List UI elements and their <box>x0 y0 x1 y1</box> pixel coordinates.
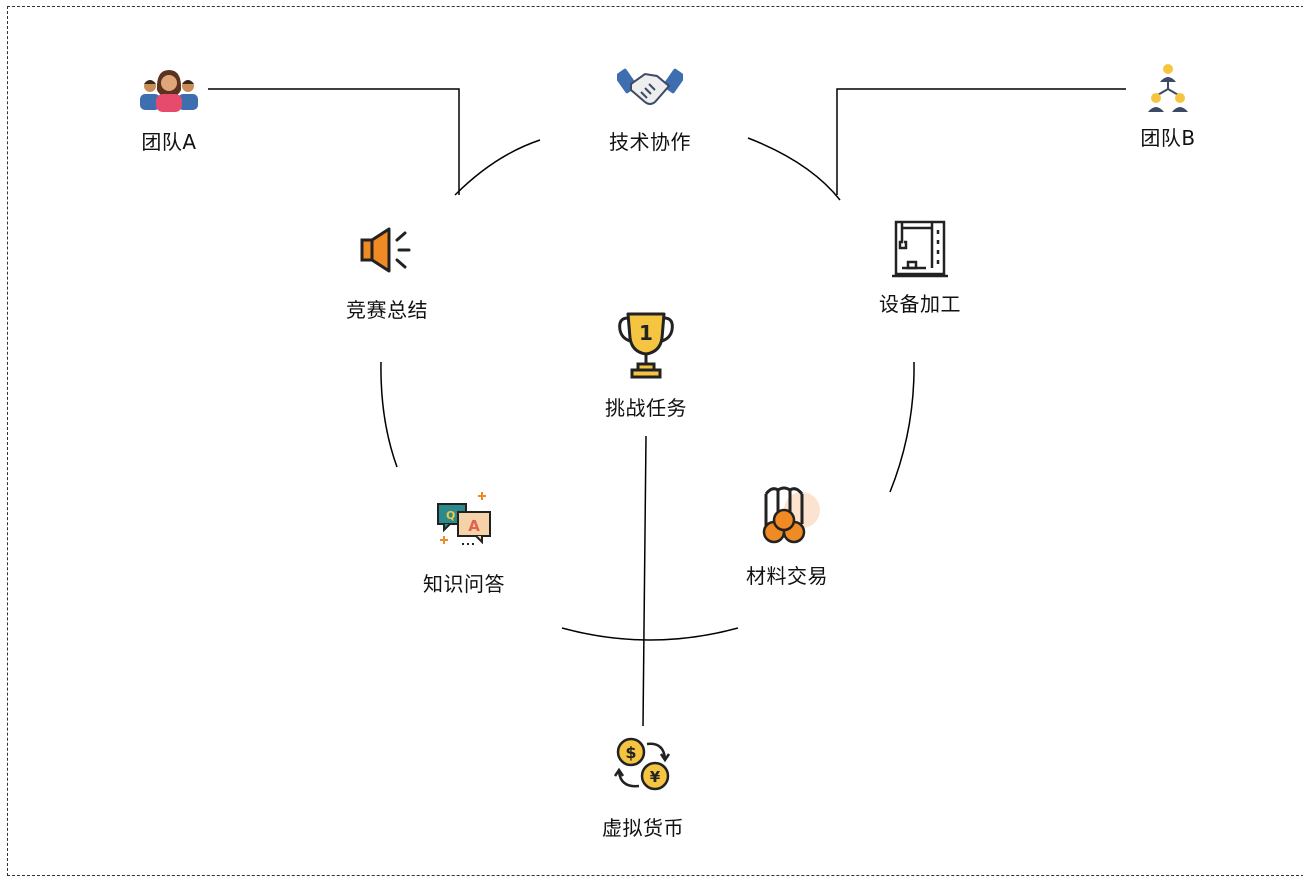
svg-text:A: A <box>468 517 480 535</box>
trophy-icon: 1 <box>618 312 674 379</box>
node-contest-summary: 竞赛总结 <box>307 220 467 323</box>
svg-text:1: 1 <box>639 321 653 345</box>
quiz-label: 知识问答 <box>423 572 505 596</box>
qa-chat-icon: Q A <box>437 492 491 545</box>
team-people-icon <box>140 70 198 112</box>
team-a-label: 团队A <box>141 130 197 154</box>
node-equipment: 设备加工 <box>840 218 1000 317</box>
org-hierarchy-icon <box>1148 64 1188 112</box>
node-currency: $ ¥ 虚拟货币 <box>563 734 723 841</box>
svg-text:Q: Q <box>446 509 455 522</box>
node-team-b: 团队B <box>1088 62 1248 151</box>
challenge-currency-connector <box>642 435 647 727</box>
material-rolls-icon <box>762 486 820 544</box>
contest-summary-label: 竞赛总结 <box>346 298 428 322</box>
ring-arc-left <box>380 361 398 468</box>
team-a-connector <box>208 88 460 195</box>
currency-exchange-icon: $ ¥ <box>613 737 671 791</box>
ring-arc-top-right <box>747 137 841 201</box>
tech-collab-label: 技术协作 <box>609 130 691 154</box>
node-team-a: 团队A <box>89 64 249 155</box>
node-tech-collab: 技术协作 <box>570 62 730 155</box>
ring-arc-right <box>889 361 915 493</box>
machine-icon <box>892 220 948 278</box>
team-b-label: 团队B <box>1140 126 1196 150</box>
equipment-label: 设备加工 <box>879 292 961 316</box>
svg-text:$: $ <box>625 743 636 762</box>
ring-arc-bottom <box>561 627 739 641</box>
node-materials: 材料交易 <box>707 484 867 589</box>
svg-text:¥: ¥ <box>650 768 661 786</box>
node-quiz: Q A 知识问答 <box>384 490 544 597</box>
handshake-icon <box>617 68 683 105</box>
megaphone-icon <box>360 227 411 273</box>
ring-arc-top-left <box>454 139 541 196</box>
materials-label: 材料交易 <box>746 564 828 588</box>
team-b-connector <box>836 88 1126 195</box>
node-challenge: 1 挑战任务 <box>566 310 726 421</box>
currency-label: 虚拟货币 <box>602 816 684 840</box>
challenge-label: 挑战任务 <box>605 396 687 420</box>
